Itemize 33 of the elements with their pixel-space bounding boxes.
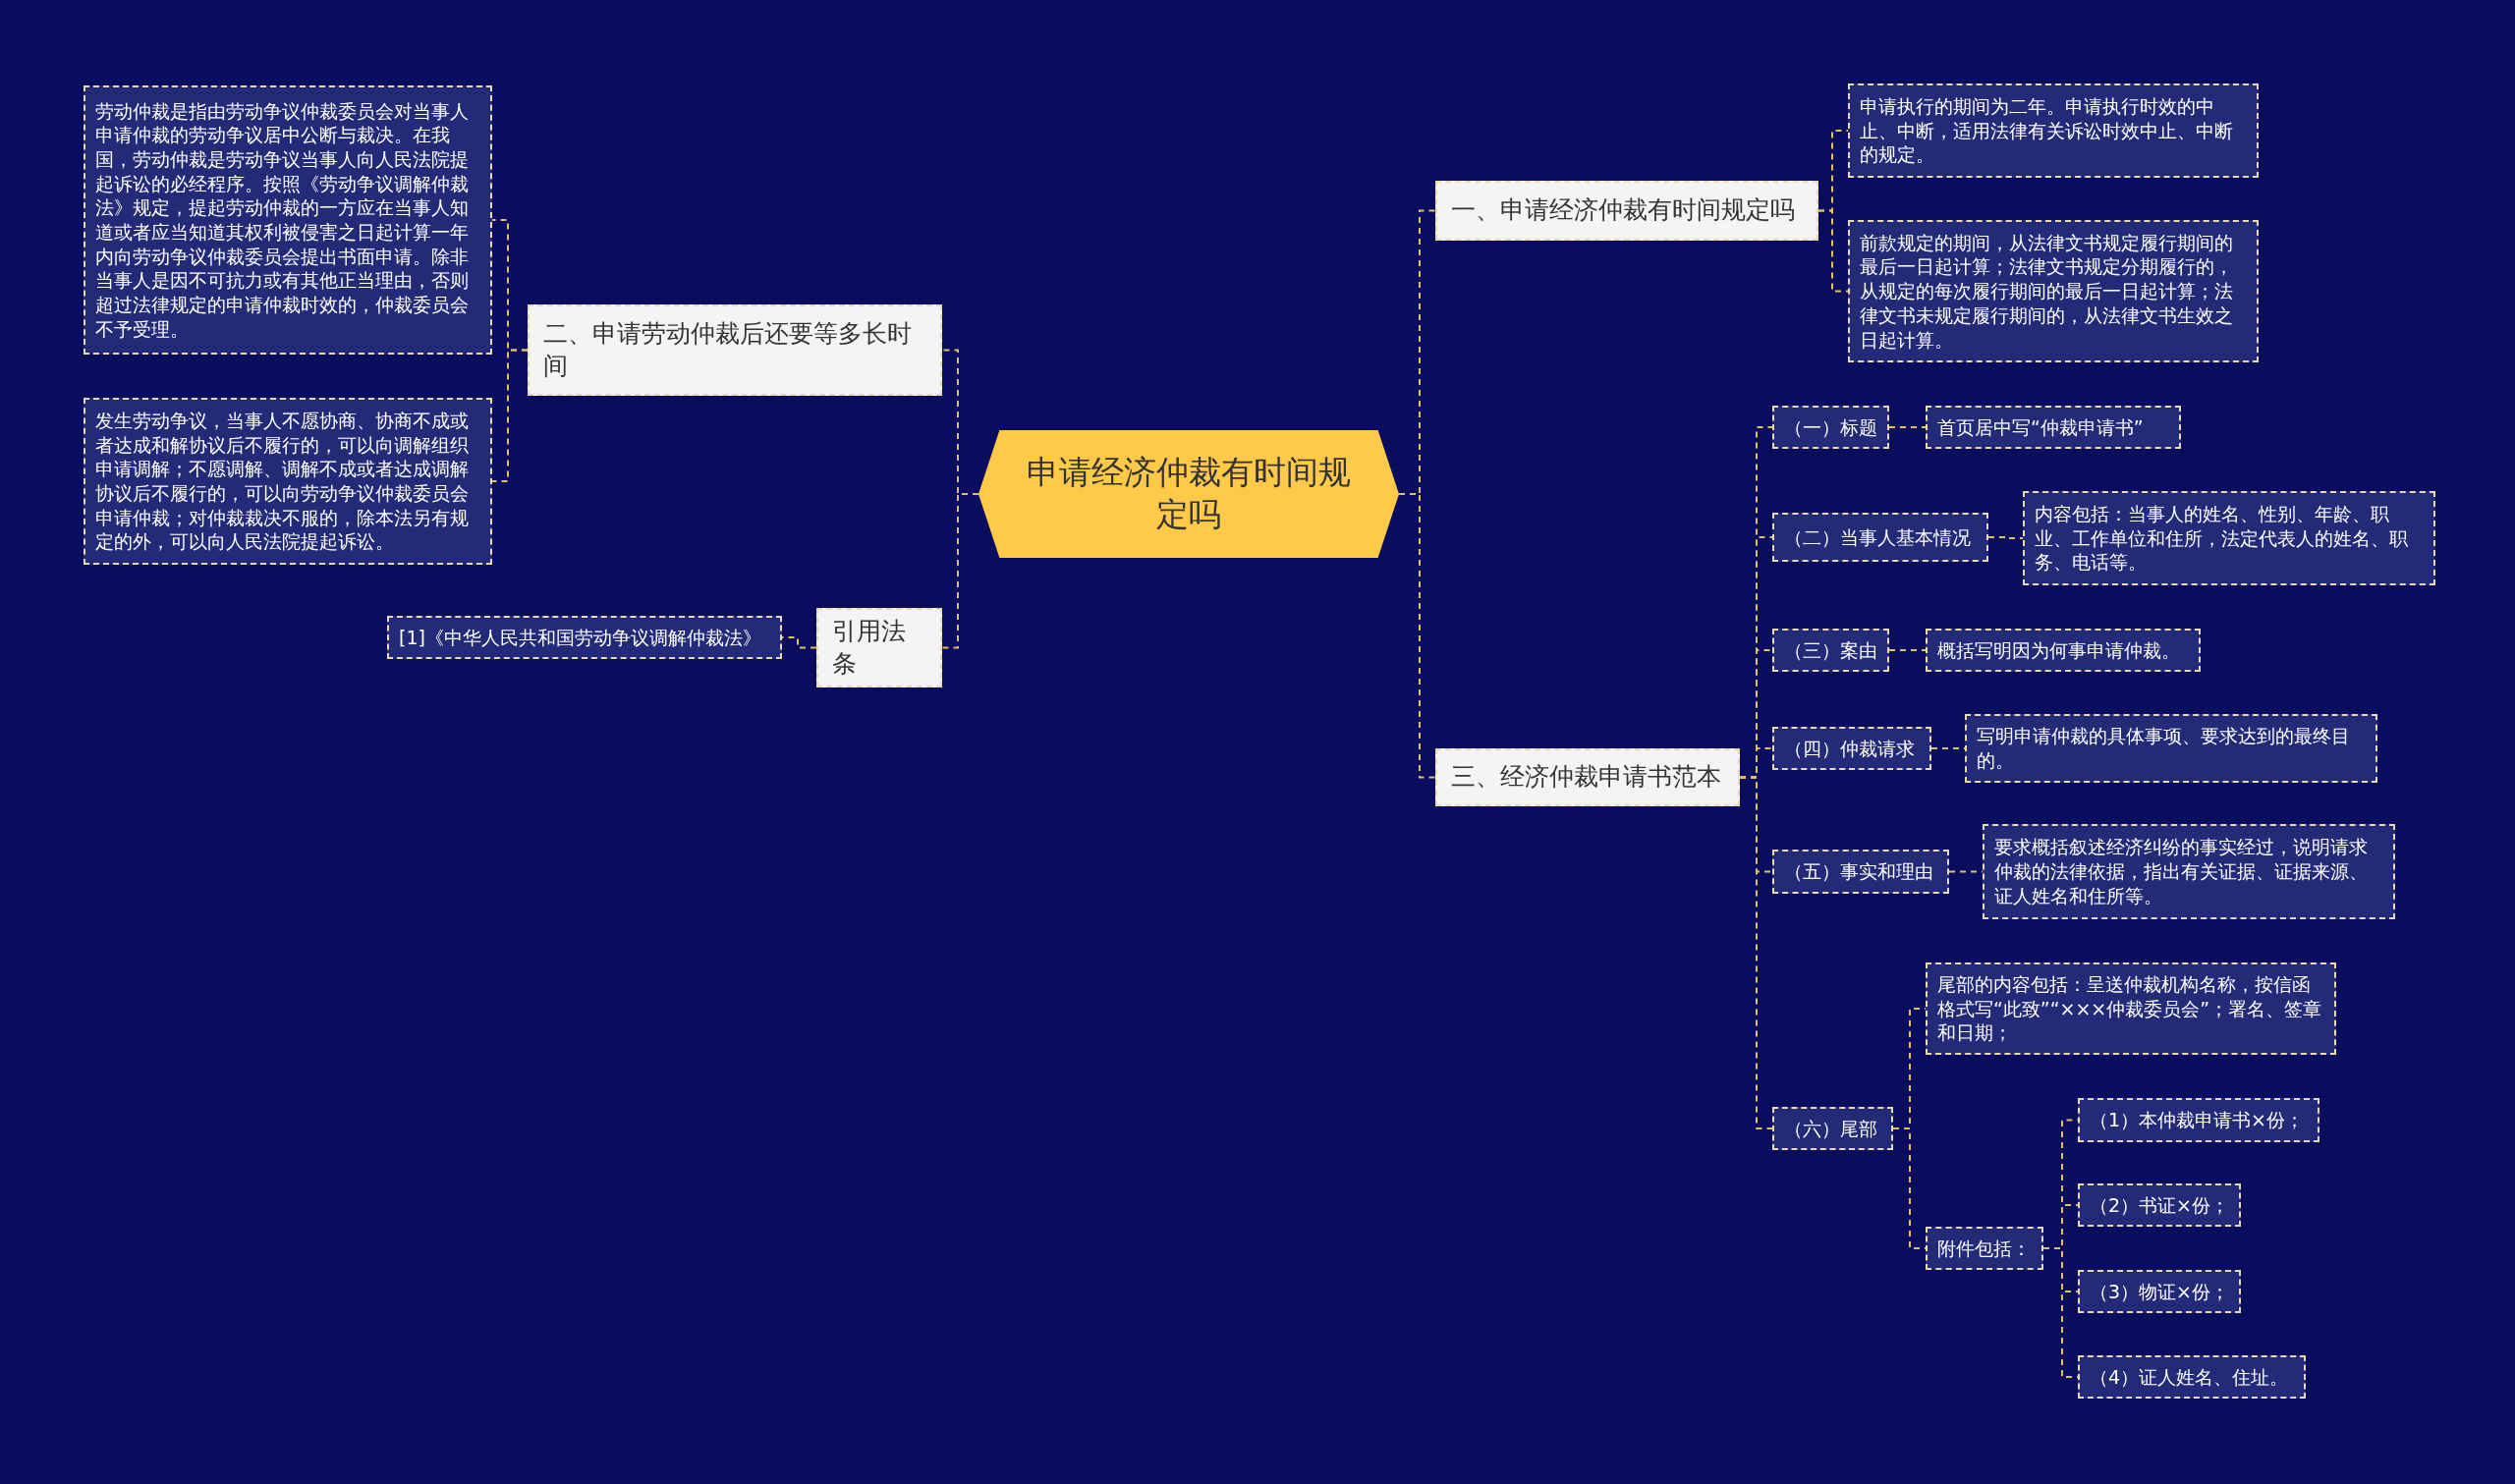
note-box: 写明申请仲裁的具体事项、要求达到的最终目的。 [1965, 714, 2377, 783]
note-box: 前款规定的期间，从法律文书规定履行期间的最后一日起计算；法律文书规定分期履行的，从规定的每次履行期间的最后一日起计算；法律文书未规定履行期间的，从法律文书生效之日起计算。 [1848, 220, 2259, 362]
connector-line [1987, 536, 2024, 539]
note-box: 劳动仲裁是指由劳动争议仲裁委员会对当事人申请仲裁的劳动争议居中公断与裁决。在我国，劳动仲裁是劳动争议当事人向人民法院提起诉讼的必经程序。按照《劳动争议调解仲裁法》规定，提起劳动仲裁的一方应在当事人知道或者应当知道其权利被侵害之日起计算一年内向劳动争议仲裁委员会提出书面申请。除非当事人是因不可抗力或有其他正当理由，否则超过法律规定的申请仲裁时效的，仲裁委员会不予受理。 [84, 85, 492, 355]
note-box: 首页居中写“仲裁申请书” [1926, 406, 2181, 449]
connector-line [491, 349, 529, 482]
connector-line [1888, 649, 1927, 651]
note-box: （二）当事人基本情况 [1772, 513, 1988, 562]
topic-box: 三、经济仲裁申请书范本 [1435, 748, 1740, 806]
note-box: （2）书证×份； [2078, 1183, 2241, 1227]
connector-line [1817, 209, 1849, 293]
note-box: 申请执行的期间为二年。申请执行时效的中止、中断，适用法律有关诉讼时效中止、中断的规定。 [1848, 83, 2259, 178]
note-box: 内容包括：当事人的姓名、性别、年龄、职业、工作单位和住所，法定代表人的姓名、职务、电话等。 [2023, 491, 2435, 585]
connector-line [1398, 493, 1436, 779]
note-box: （四）仲裁请求 [1772, 727, 1931, 770]
note-box: （一）标题 [1772, 406, 1889, 449]
note-box: （三）案由 [1772, 629, 1889, 672]
topic-box: 二、申请劳动仲裁后还要等多长时间 [528, 304, 942, 396]
note-box: （六）尾部 [1772, 1107, 1893, 1150]
note-box: （4）证人姓名、住址。 [2078, 1355, 2306, 1399]
note-box: 附件包括： [1926, 1227, 2043, 1270]
note-box: （3）物证×份； [2078, 1270, 2241, 1313]
connector-line [941, 493, 979, 649]
note-box: 发生劳动争议，当事人不愿协商、协商不成或者达成和解协议后不履行的，可以向调解组织申请调解；不愿调解、调解不成或者达成调解协议后不履行的，可以向劳动争议仲裁委员会申请仲裁；对仲裁裁决不服的，除本法另有规定的外，可以向人民法院提起诉讼。 [84, 398, 492, 565]
note-box: 要求概括叙述经济纠纷的事实经过，说明请求仲裁的法律依据，指出有关证据、证据来源、证人姓名和住所等。 [1983, 824, 2395, 919]
note-box: （五）事实和理由 [1772, 850, 1949, 894]
note-box: 尾部的内容包括：呈送仲裁机构名称，按信函格式写“此致”“×××仲裁委员会”；署名、签章和日期； [1926, 962, 2336, 1055]
topic-box: 一、申请经济仲裁有时间规定吗 [1435, 181, 1818, 241]
connector-line [1888, 426, 1927, 428]
note-box: [1]《中华人民共和国劳动争议调解仲裁法》 [387, 616, 782, 659]
note-box: （1）本仲裁申请书×份； [2078, 1098, 2319, 1142]
topic-box: 引用法条 [816, 608, 942, 687]
note-box: 概括写明因为何事申请仲裁。 [1926, 629, 2201, 672]
